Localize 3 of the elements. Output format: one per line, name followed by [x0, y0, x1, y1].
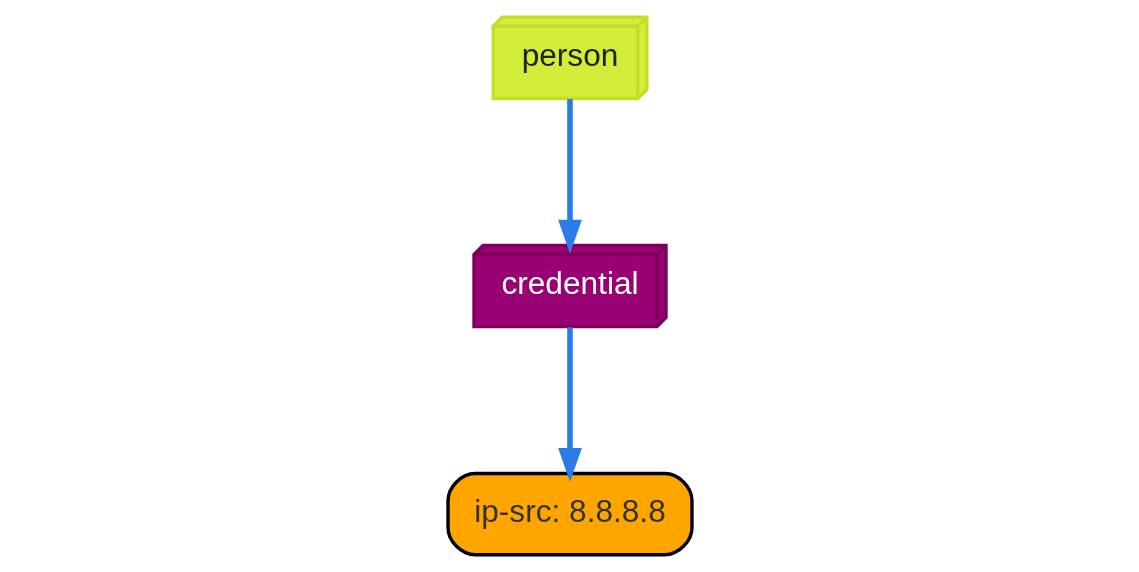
arrow: [557, 99, 582, 254]
arrow: [557, 327, 582, 482]
node-box: ip-src: 8.8.8.8: [445, 471, 694, 557]
